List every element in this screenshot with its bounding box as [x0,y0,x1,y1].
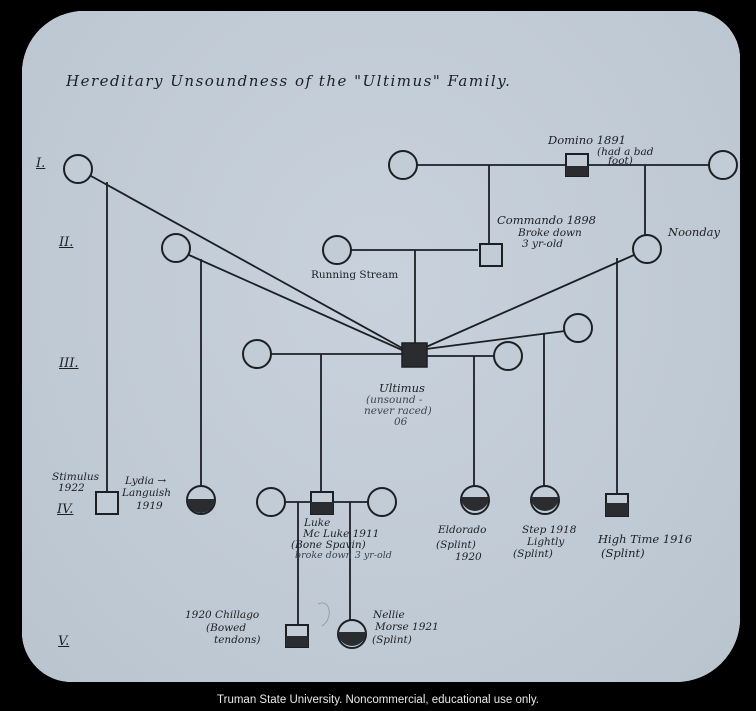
chillago-note-1: (Bowed [206,622,247,634]
nellie-name: Nellie [373,609,405,621]
generation-label-2: II. [59,235,74,250]
faint-pencil-mark [317,602,330,627]
domino-note-1: (had a bad [597,146,654,158]
luke-half-filled-square [310,491,334,515]
ultimus-name: Ultimus [379,381,425,395]
gen3-female-right [563,313,593,343]
running-stream-circle [322,235,352,265]
domino-note-2: foot) [608,155,633,167]
generation-label-1: I. [36,156,46,171]
lantern-slide-card [22,11,740,682]
gen2-female-left [161,233,191,263]
luke-mate-left [256,487,286,517]
domino-half-filled-square [565,153,589,177]
running-stream-name: Running Stream [311,269,399,281]
eldorado-year: 1920 [455,551,482,563]
gen3-female-left [242,339,272,369]
stimulus-square [95,491,119,515]
step-lightly-half-filled-circle [530,485,560,515]
noonday-to-ultimus-line [425,254,635,348]
ultimus-note-1: (unsound - [366,394,423,406]
nellie-name-2: Morse 1921 [375,621,439,633]
gen3-female-mid [493,341,523,371]
generation-label-3: III. [59,356,79,371]
gen1-female-left [63,154,93,184]
lydia-year: 1919 [136,500,163,512]
gen1-female-right [708,150,738,180]
luke-name: Luke [304,517,331,529]
commando-square [479,243,503,267]
diagram-title: Hereditary Unsoundness of the "Ultimus" … [66,72,512,90]
step-note: (Splint) [513,548,553,560]
gen2-woman-to-ultimus-line [188,254,403,351]
gen1-woman-to-ultimus-line [90,175,403,349]
eldorado-name: Eldorado [438,524,487,536]
commando-name: Commando 1898 [497,213,597,227]
nellie-note: (Splint) [372,634,412,646]
eldorado-half-filled-circle [460,485,490,515]
gen3-right-mating-line [425,330,566,350]
luke-name-2: Mc Luke 1911 [303,528,380,540]
stimulus-name: Stimulus [52,471,99,483]
high-time-half-filled-square [605,493,629,517]
ultimus-note-3: 06 [394,416,408,428]
archive-credit-caption: Truman State University. Noncommercial, … [217,694,539,706]
paper-texture [22,11,740,682]
lydia-half-filled-circle [186,485,216,515]
ultimus-filled-square [401,342,428,368]
luke-note-1: (Bone Spavin) [291,539,366,551]
chillago-name: 1920 Chillago [185,609,260,621]
chillago-half-filled-square [285,624,309,648]
lydia-name-2: Languish [122,487,171,499]
commando-note-2: 3 yr-old [522,238,563,250]
step-name-2: Lightly [527,536,565,548]
luke-note-2: broke down 3 yr-old [295,550,392,561]
generation-label-4: IV. [57,502,74,517]
eldorado-note: (Splint) [436,539,476,551]
luke-mate-right [367,487,397,517]
nellie-half-filled-circle [337,619,367,649]
high-time-note: (Splint) [601,546,645,560]
gen1-female-dam [388,150,418,180]
commando-note-1: Broke down [518,227,582,239]
high-time-name: High Time 1916 [598,532,693,546]
domino-name: Domino 1891 [548,133,626,147]
ultimus-note-2: never raced) [364,405,432,417]
step-name: Step 1918 [522,524,577,536]
stimulus-year: 1922 [58,482,85,494]
generation-label-5: V. [58,634,70,649]
noonday-circle [632,234,662,264]
chillago-note-2: tendons) [214,634,261,646]
noonday-name: Noonday [668,225,721,239]
lydia-name: Lydia → [125,475,167,487]
